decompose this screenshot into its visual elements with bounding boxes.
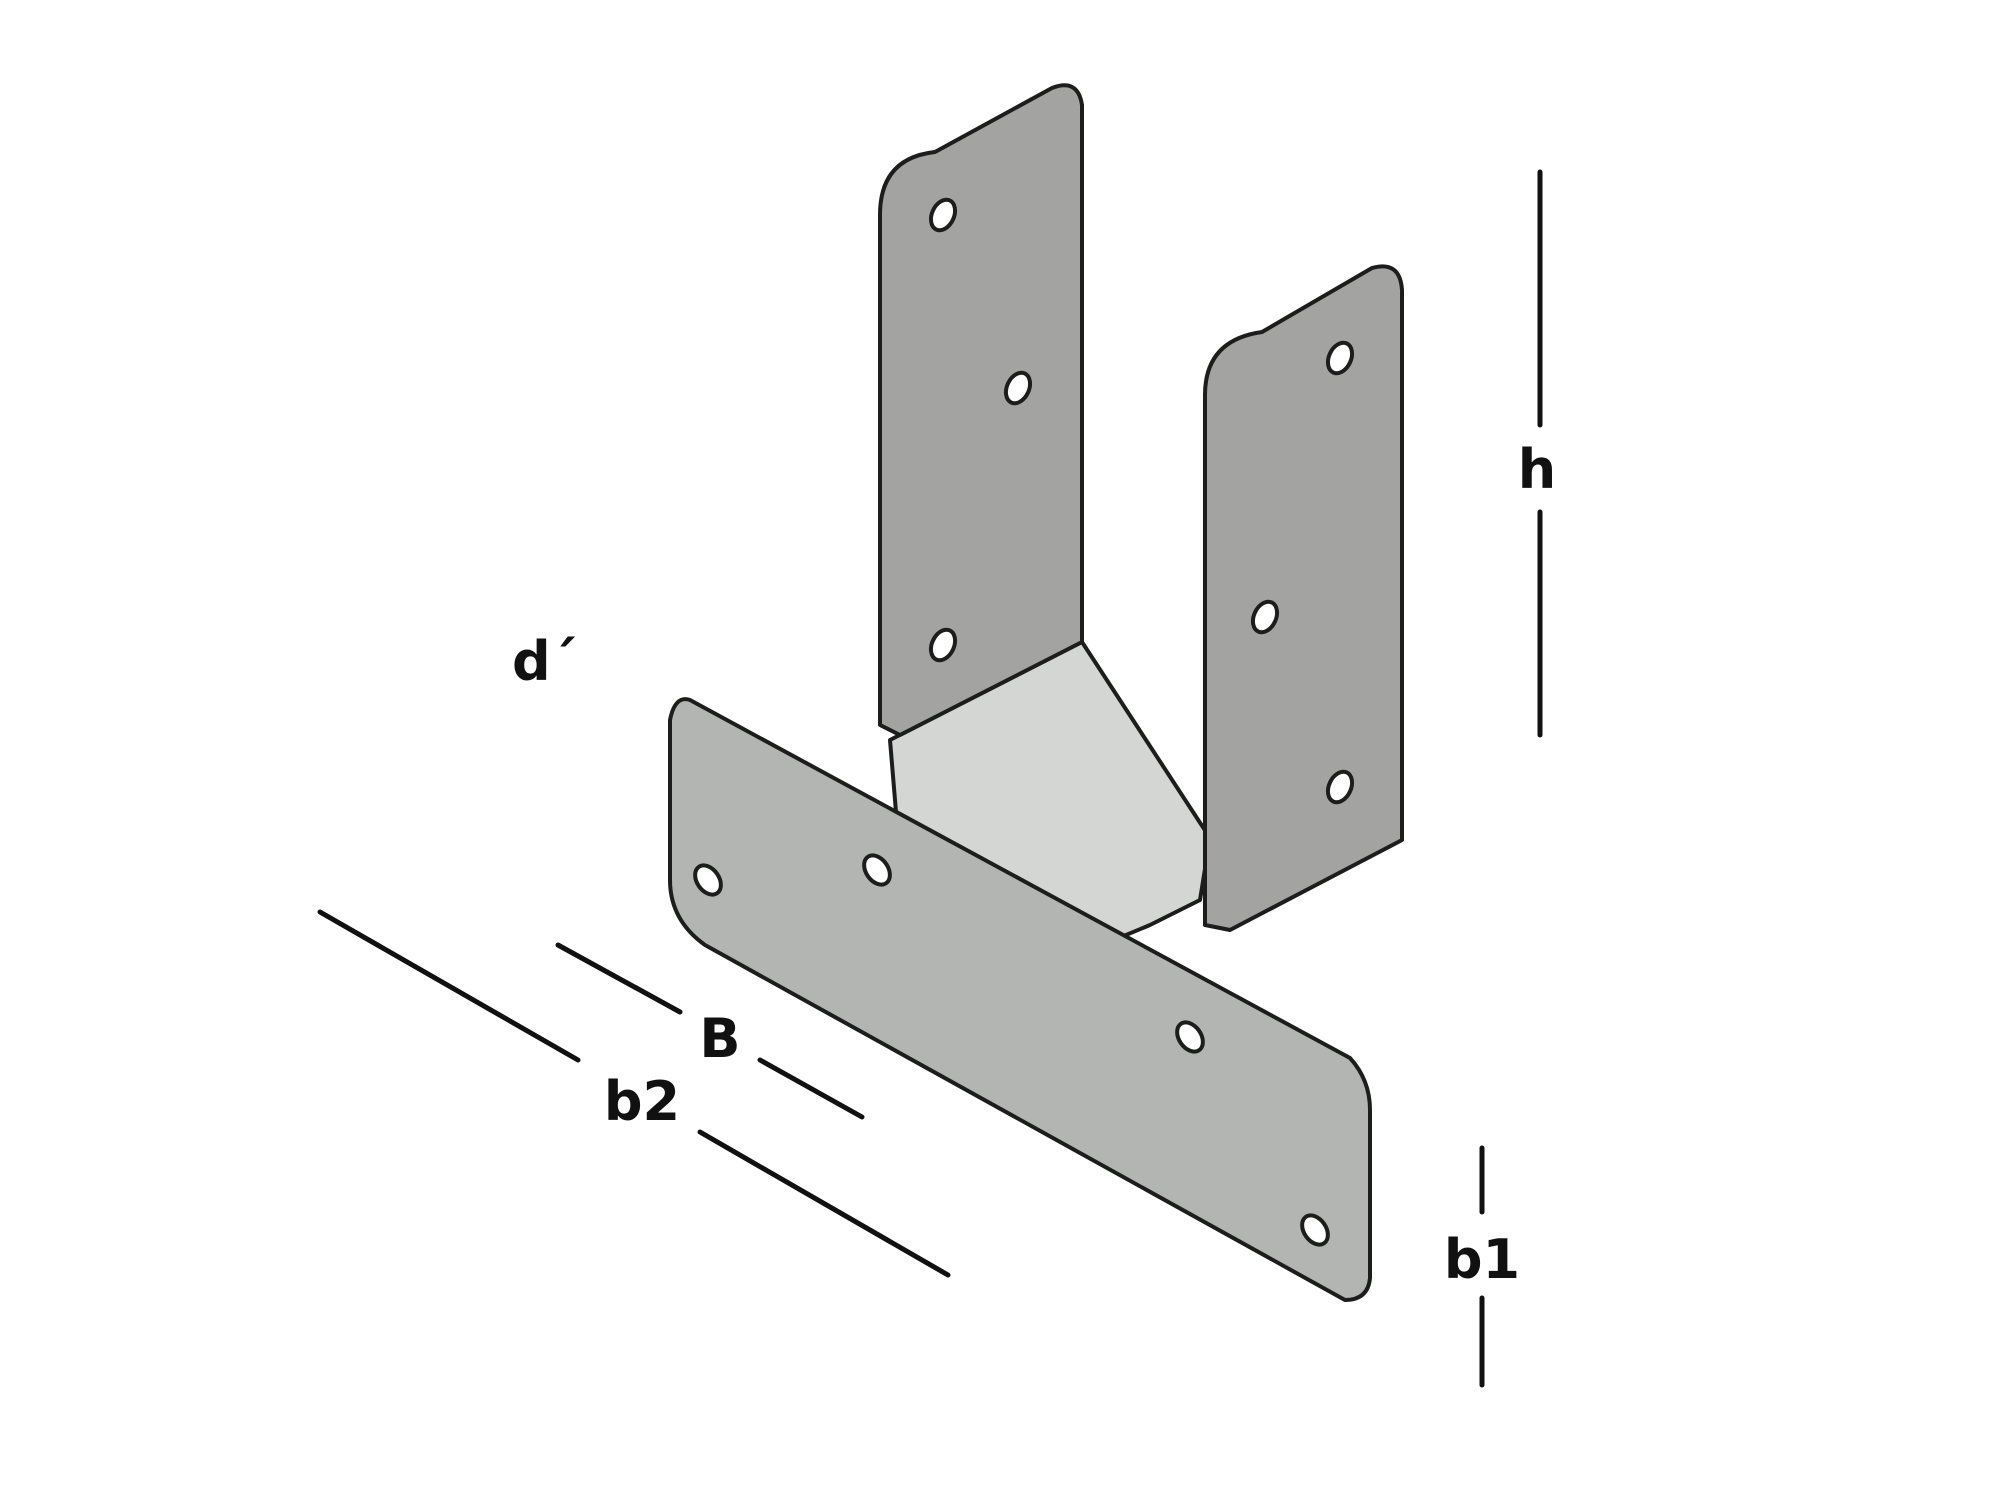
dimension-label-b1: b1 bbox=[1444, 1228, 1520, 1291]
screw-hole bbox=[1175, 1020, 1205, 1054]
left-upright-plate bbox=[878, 83, 1084, 737]
screw-hole bbox=[1325, 769, 1355, 805]
dimension-label-d: d´ bbox=[512, 630, 578, 693]
dimension-line-b2-left bbox=[317, 909, 581, 1063]
screw-hole bbox=[928, 197, 958, 233]
front-base-plate bbox=[668, 697, 1372, 1302]
dimension-label-b: B bbox=[699, 1007, 740, 1070]
dimension-line-b-left bbox=[555, 942, 683, 1015]
dimension-line-b2-right bbox=[697, 1129, 951, 1278]
dimension-label-b2: b2 bbox=[604, 1070, 680, 1133]
screw-hole bbox=[1250, 599, 1280, 635]
dimension-line-b-right bbox=[757, 1057, 865, 1120]
screw-hole bbox=[928, 627, 958, 663]
screw-hole bbox=[862, 853, 892, 887]
dimension-label-h: h bbox=[1518, 438, 1556, 501]
screw-hole bbox=[1003, 370, 1033, 406]
screw-hole bbox=[693, 863, 723, 897]
screw-hole bbox=[1300, 1213, 1330, 1247]
right-upright-plate bbox=[1203, 264, 1404, 932]
screw-hole bbox=[1325, 340, 1355, 376]
